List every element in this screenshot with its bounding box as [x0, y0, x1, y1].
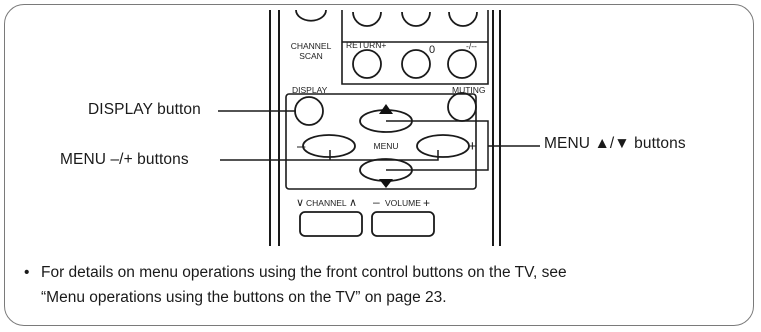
channel-scan-label: CHANNEL: [291, 41, 332, 51]
display-button-callout: DISPLAY button: [88, 101, 201, 118]
display-label: DISPLAY: [292, 85, 328, 95]
menu-minus-plus-leader-branch: [329, 150, 439, 161]
bullet-icon: •: [24, 264, 30, 281]
menu-up-down-callout: MENU ▲/▼ buttons: [544, 135, 686, 152]
volume-label: VOLUME: [385, 198, 421, 208]
volume-plus-label: +: [423, 196, 430, 210]
menu-plus-button[interactable]: [416, 134, 470, 158]
up-arrow-icon: [379, 104, 393, 114]
volume-minus-label: –: [373, 195, 380, 209]
channel-scan-label-2: SCAN: [299, 51, 323, 61]
menu-plus-label: +: [468, 138, 477, 155]
channel-label: CHANNEL: [306, 198, 347, 208]
menu-control-panel: [285, 93, 477, 190]
channel-scan-button[interactable]: [295, 9, 327, 22]
volume-rocker-button[interactable]: [371, 211, 435, 237]
digit-button[interactable]: [448, 11, 478, 27]
zero-label: 0: [429, 44, 435, 56]
return-button[interactable]: [352, 49, 382, 79]
down-arrow-icon: [379, 179, 393, 188]
dash-button[interactable]: [447, 49, 477, 79]
menu-minus-button[interactable]: [302, 134, 356, 158]
display-button[interactable]: [294, 96, 324, 126]
menu-label: MENU: [373, 141, 398, 151]
note-line-1: For details on menu operations using the…: [41, 264, 567, 281]
muting-button[interactable]: [447, 92, 477, 122]
zero-button[interactable]: [401, 49, 431, 79]
menu-operations-note: • For details on menu operations using t…: [24, 260, 751, 310]
digit-button[interactable]: [352, 11, 382, 27]
remote-control-illustration: CHANNEL SCAN RETURN+ 0 -/-- DISPLAY MUTI…: [218, 9, 540, 246]
return-label: RETURN+: [346, 40, 386, 50]
menu-minus-plus-callout: MENU –/+ buttons: [60, 151, 189, 168]
note-line-2: “Menu operations using the buttons on th…: [41, 289, 447, 306]
keypad-panel: [341, 10, 489, 85]
muting-label: MUTING: [452, 85, 486, 95]
menu-minus-label: –: [297, 138, 306, 155]
digit-button[interactable]: [401, 11, 431, 27]
channel-rocker-button[interactable]: [299, 211, 363, 237]
dash-label: -/--: [466, 41, 477, 51]
channel-down-icon: ∨: [296, 197, 304, 209]
channel-up-icon: ∧: [349, 197, 357, 209]
